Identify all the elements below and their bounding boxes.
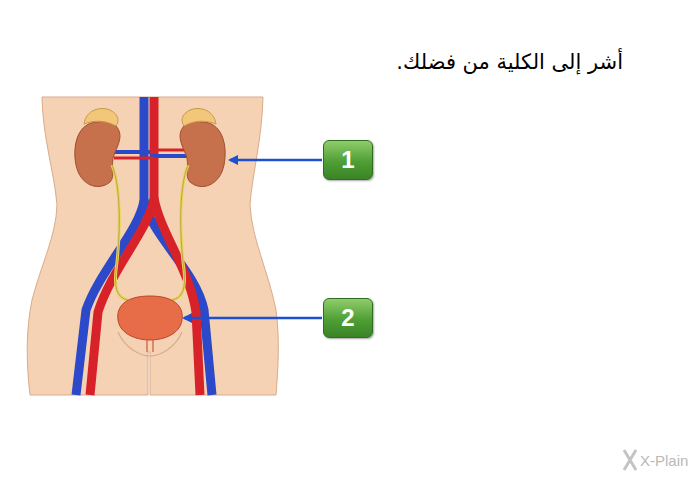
callout-number: 2 xyxy=(341,304,354,332)
kidney-right xyxy=(180,121,225,186)
callout-box: 1 xyxy=(323,140,373,180)
logo-x xyxy=(624,450,636,470)
leader-arrow xyxy=(230,159,322,162)
kidney-left xyxy=(75,121,120,186)
leader-arrow xyxy=(184,317,322,320)
callout-number: 1 xyxy=(341,146,354,174)
watermark: X-Plain xyxy=(640,452,688,469)
bladder xyxy=(118,296,182,340)
callout-box: 2 xyxy=(323,298,373,338)
question-title: أشر إلى الكلية من فضلك. xyxy=(396,50,623,74)
torso-outline xyxy=(27,97,278,395)
